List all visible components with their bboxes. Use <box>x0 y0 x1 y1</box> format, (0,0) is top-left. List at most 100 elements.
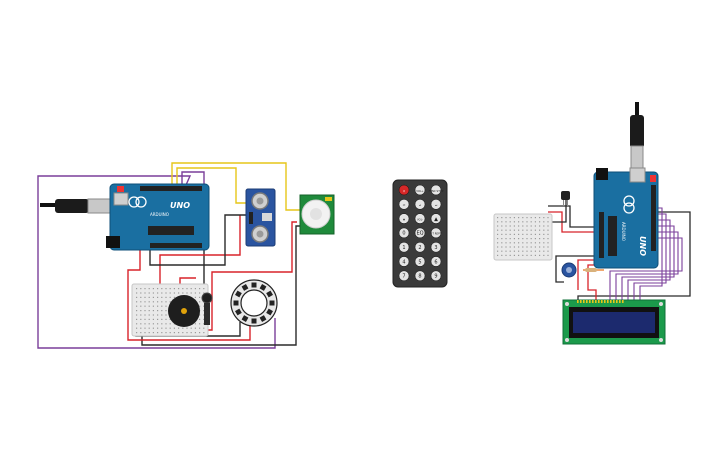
breadboard-hole <box>513 217 515 219</box>
breadboard-hole <box>178 332 180 334</box>
arduino-uno-right[interactable]: UNO ARDUINO <box>593 167 659 269</box>
buzzer-center <box>181 308 187 314</box>
remote-button-6[interactable] <box>430 256 442 267</box>
lcd-pin <box>580 300 582 303</box>
breadboard-hole <box>199 296 201 298</box>
remote-button-prev[interactable] <box>398 199 410 210</box>
remote-button-power[interactable] <box>398 184 410 196</box>
breadboard-hole <box>534 217 536 219</box>
remote-button-4[interactable] <box>398 256 410 267</box>
breadboard-hole <box>136 296 138 298</box>
breadboard-hole <box>543 217 545 219</box>
breadboard-hole <box>140 314 142 316</box>
breadboard-hole <box>526 221 528 223</box>
breadboard-hole <box>136 314 138 316</box>
breadboard-hole <box>530 242 532 244</box>
breadboard-hole <box>501 242 503 244</box>
remote-button-5[interactable] <box>414 256 426 267</box>
wire-red-us <box>159 215 241 285</box>
remote-button-9[interactable] <box>430 270 442 282</box>
remote-button-8[interactable] <box>414 270 426 282</box>
lcd-pins <box>577 300 624 303</box>
breadboard-hole <box>509 238 511 240</box>
potentiometer-knob[interactable] <box>566 267 572 273</box>
arduino-maker-label-right: ARDUINO <box>621 222 626 241</box>
resistor[interactable] <box>585 268 597 272</box>
lcd-pin <box>577 300 579 303</box>
pir-sensor[interactable] <box>299 194 335 235</box>
breadboard-hole <box>505 217 507 219</box>
breadboard-hole <box>140 296 142 298</box>
breadboard-hole <box>497 229 499 231</box>
breadboard-hole <box>148 310 150 312</box>
breadboard-hole <box>152 323 154 325</box>
remote-button-vol+[interactable] <box>414 184 426 196</box>
remote-button-2[interactable] <box>414 241 426 253</box>
breadboard-hole <box>539 221 541 223</box>
remote-button-up[interactable] <box>430 213 442 224</box>
pushbutton[interactable] <box>201 292 213 325</box>
ultrasonic-sensor[interactable] <box>245 188 276 247</box>
arduino-brand-label-right: UNO <box>638 236 647 256</box>
breadboard-hole <box>182 292 184 294</box>
breadboard-hole <box>513 238 515 240</box>
breadboard-hole <box>505 225 507 227</box>
wire-black-pot <box>555 255 594 283</box>
ir-receiver[interactable] <box>561 191 570 206</box>
breadboard-hole <box>203 288 205 290</box>
reset-button-right[interactable] <box>650 175 656 182</box>
piezo-buzzer[interactable] <box>168 295 200 327</box>
usb-port-right <box>629 167 646 183</box>
remote-button-7[interactable] <box>398 270 410 282</box>
breadboard-hole <box>530 217 532 219</box>
ring-led <box>251 318 257 324</box>
breadboard-hole <box>169 327 171 329</box>
breadboard-hole <box>152 314 154 316</box>
breadboard-hole <box>526 225 528 227</box>
breadboard-hole <box>157 296 159 298</box>
lcd-mount-hole-3 <box>565 338 569 342</box>
remote-button-3[interactable] <box>430 241 442 253</box>
arduino-uno-left[interactable]: UNO ARDUINO <box>106 183 210 251</box>
reset-button[interactable] <box>117 186 124 192</box>
ring-led <box>259 283 267 291</box>
remote-button-next[interactable] <box>430 199 442 210</box>
breadboard-hole <box>509 246 511 248</box>
power-jack-right <box>596 168 608 180</box>
breadboard-hole <box>526 229 528 231</box>
breadboard-hole <box>505 229 507 231</box>
lcd-pin <box>583 300 585 303</box>
remote-button-label: ⏻ <box>403 190 405 193</box>
neopixel-ring[interactable] <box>230 279 278 327</box>
remote-button-label: 1 <box>402 245 405 251</box>
remote-button-vol-[interactable] <box>414 213 426 224</box>
remote-button-func-stop[interactable] <box>430 184 442 196</box>
ring-led <box>266 290 274 298</box>
remote-button-st-rept[interactable] <box>430 227 442 239</box>
lcd-16x2[interactable] <box>562 299 666 345</box>
breadboard-body-right <box>493 213 553 261</box>
breadboard-hole <box>157 288 159 290</box>
breadboard-hole <box>530 221 532 223</box>
breadboard-right[interactable] <box>493 213 553 261</box>
remote-button-play[interactable] <box>414 199 426 210</box>
breadboard-hole <box>526 233 528 235</box>
breadboard-hole <box>497 250 499 252</box>
breadboard-hole <box>144 296 146 298</box>
breadboard-hole <box>186 332 188 334</box>
remote-button-1[interactable] <box>398 241 410 253</box>
breadboard-hole <box>501 246 503 248</box>
breadboard-hole <box>530 229 532 231</box>
ring-led <box>251 282 257 288</box>
remote-button-down[interactable] <box>398 213 410 224</box>
breadboard-hole <box>526 217 528 219</box>
power-jack <box>106 236 120 248</box>
lcd-screen <box>573 312 655 333</box>
usb-port <box>113 192 129 206</box>
remote-button-eq[interactable] <box>414 227 426 239</box>
breadboard-hole <box>547 233 549 235</box>
remote-button-0[interactable] <box>398 227 410 239</box>
potentiometer[interactable] <box>561 262 577 278</box>
